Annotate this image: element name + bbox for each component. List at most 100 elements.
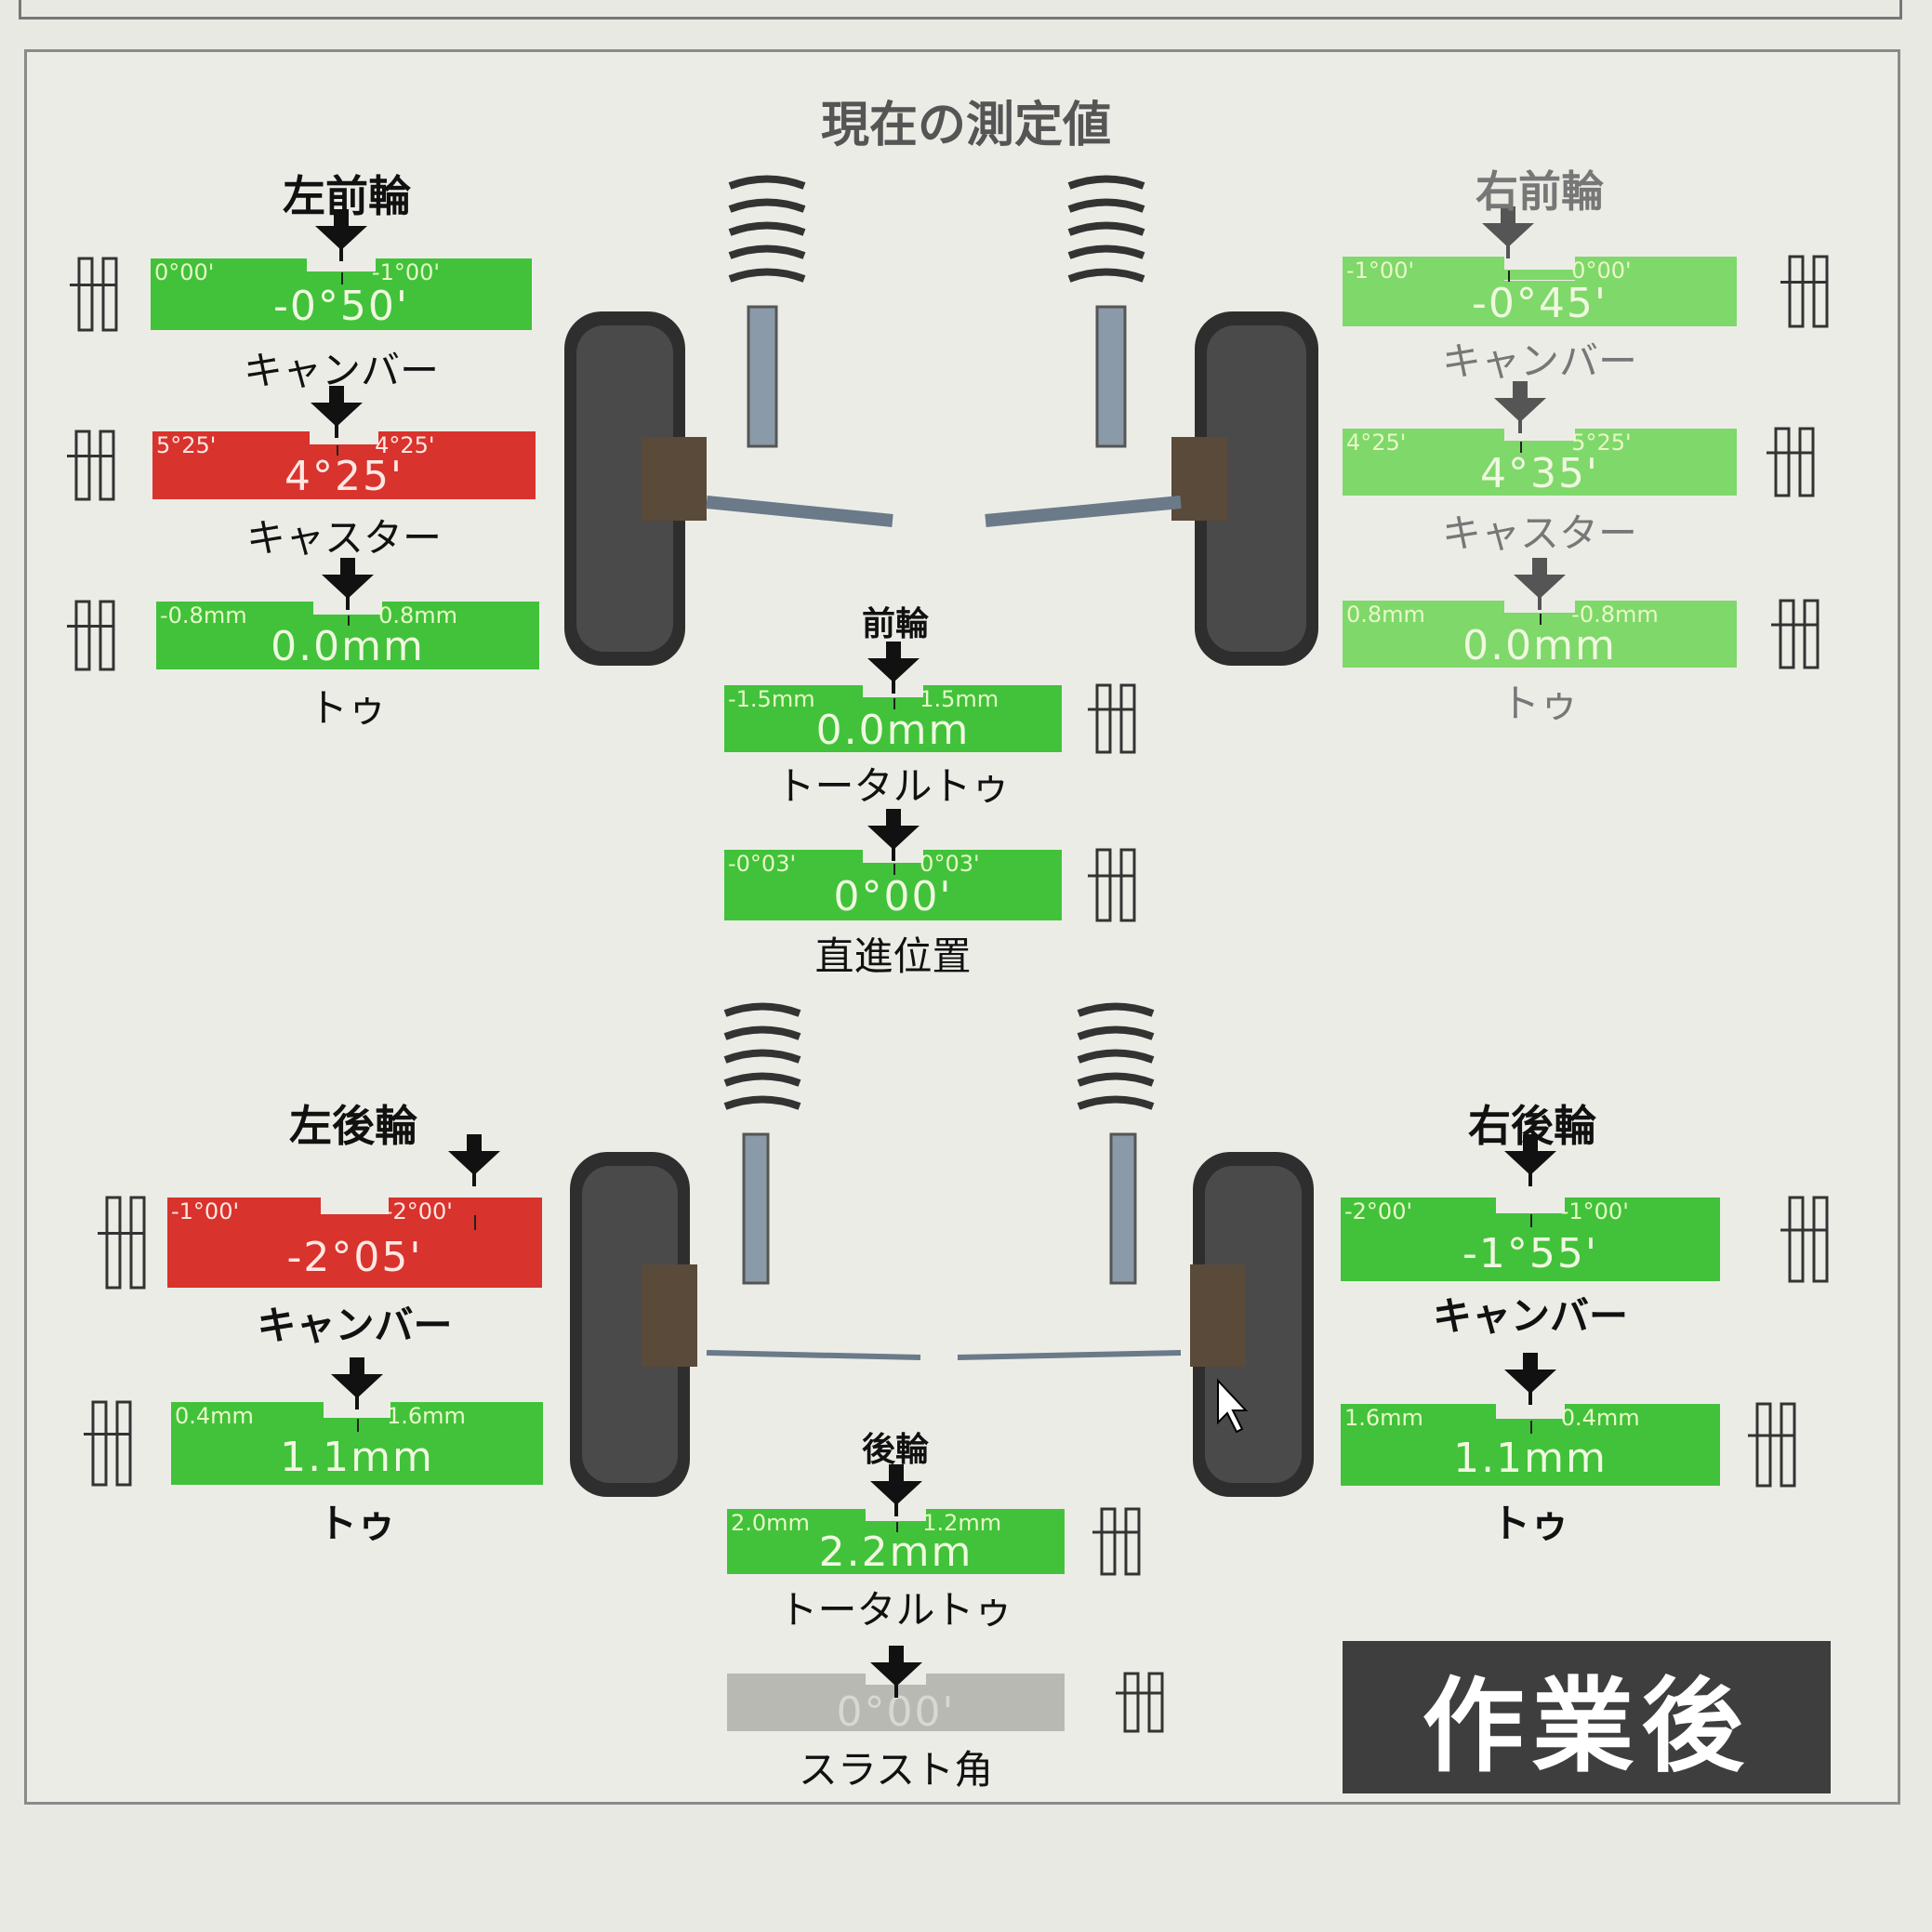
range-segment-right: [390, 1402, 543, 1431]
arrow-down-icon: [320, 558, 376, 614]
measured-value: 1.1mm: [1453, 1435, 1608, 1483]
gauge-range-bar: 0.8mm-0.8mm: [1343, 601, 1737, 628]
gauge-value-bar: -2°05': [167, 1227, 542, 1288]
arrow-down-icon: [1502, 1353, 1558, 1409]
range-segment-right: [1575, 257, 1737, 281]
range-segment-left: [727, 1674, 866, 1694]
range-segment-right: [382, 602, 539, 625]
range-segment-right: [1575, 601, 1737, 624]
range-max: 0°00': [1571, 258, 1632, 284]
arrow-down-icon: [866, 809, 921, 865]
range-notch: [1503, 270, 1576, 281]
alignment-diagram-icon: [1771, 247, 1846, 349]
arrow-down-icon: [309, 386, 364, 442]
range-min: -1°00': [1346, 258, 1415, 284]
front-center-straight-gauge: -0°03'0°03'0°00': [724, 850, 1062, 920]
range-notch: [1503, 613, 1576, 624]
range-min: 1.6mm: [1344, 1405, 1423, 1431]
rear-left-camber-gauge: -1°00'-2°00'-2°05': [167, 1198, 542, 1288]
range-segment-right: [378, 431, 536, 455]
value-pointer: [1519, 442, 1522, 453]
rear-right-toe-label: トゥ: [1490, 1501, 1570, 1546]
arrow-down-icon: [1502, 1134, 1558, 1190]
value-pointer: [341, 272, 343, 285]
front-left-caster-gauge: 5°25'4°25'4°25': [152, 431, 536, 500]
alignment-diagram-icon: [1078, 676, 1153, 774]
range-min: 4°25': [1346, 430, 1407, 456]
range-segment-right: [1564, 1404, 1720, 1432]
front-center-total-toe-label: トータルトゥ: [775, 763, 1011, 809]
rear-right-camber-gauge: -2°00'-1°00' -1°55': [1341, 1198, 1720, 1281]
rear-right-heading: 右後輪: [1468, 1101, 1596, 1151]
front-center-heading: 前輪: [861, 605, 930, 643]
measured-value: -1°55': [1462, 1229, 1598, 1277]
alignment-diagram-icon: [1757, 419, 1832, 518]
front-center-straight-label: 直進位置: [814, 933, 972, 979]
range-max: 0.4mm: [1560, 1405, 1640, 1431]
arrow-down-icon: [868, 1646, 924, 1701]
value-pointer: [895, 1522, 898, 1533]
range-segment-left: [1341, 1404, 1497, 1432]
range-segment-left: [151, 258, 308, 284]
value-pointer: [1508, 271, 1511, 282]
gauge-range-bar: 5°25'4°25': [152, 431, 536, 458]
range-max: 5°25': [1571, 430, 1632, 456]
arrow-down-icon: [313, 209, 369, 265]
range-segment-left: [167, 1198, 322, 1228]
arrow-down-icon: [446, 1134, 502, 1190]
range-segment-left: [1343, 257, 1504, 281]
value-pointer: [1540, 614, 1542, 625]
alignment-diagram-icon: [1078, 840, 1153, 943]
measured-value: -0°50': [273, 283, 409, 331]
range-segment-right: [1575, 429, 1737, 452]
rear-left-heading: 左後輪: [289, 1101, 417, 1151]
range-max: -0.8mm: [1571, 602, 1659, 628]
range-segment-left: [724, 685, 863, 708]
value-pointer: [893, 698, 895, 709]
front-right-heading: 右前輪: [1475, 166, 1604, 217]
range-segment-right: [1564, 1198, 1720, 1226]
measured-value: 0.0mm: [815, 706, 971, 754]
range-segment-right: [923, 685, 1062, 708]
range-segment-left: [152, 431, 310, 455]
gauge-range-bar: -1°00' 0°00': [1343, 257, 1737, 284]
alignment-diagram-icon: [58, 592, 132, 692]
range-min: 0.4mm: [175, 1403, 254, 1429]
gauge-value-bar: 0°00': [724, 873, 1062, 920]
range-segment-left: [156, 602, 313, 625]
gauge-range-bar: -2°00'-1°00': [1341, 1198, 1720, 1226]
front-left-toe-label: トゥ: [308, 685, 388, 731]
range-max: -2°00': [384, 1198, 453, 1224]
gauge-value-bar: 0.0mm: [1343, 622, 1737, 669]
front-right-toe-label: トゥ: [1500, 681, 1580, 726]
range-min: -0°03': [728, 851, 797, 877]
range-segment-right: [926, 1674, 1065, 1694]
gauge-range-bar: 1.6mm 0.4mm: [1341, 1404, 1720, 1432]
gauge-value-bar: 4°35': [1343, 450, 1737, 497]
rear-center-thrust-label: スラスト角: [798, 1747, 994, 1793]
range-segment-left: [727, 1509, 866, 1531]
alignment-diagram-icon: [88, 1188, 163, 1310]
range-segment-left: [1341, 1198, 1497, 1226]
gauge-value-bar: 4°25': [152, 453, 536, 500]
alignment-diagram-icon: [1762, 591, 1836, 690]
value-pointer: [1530, 1420, 1532, 1434]
arrow-down-icon: [329, 1357, 385, 1413]
front-left-camber-gauge: 0°00'-1°00'-0°50': [151, 258, 532, 330]
gauge-value-bar: 2.2mm: [727, 1528, 1065, 1576]
range-notch: [865, 1521, 927, 1531]
value-pointer: [348, 615, 350, 627]
arrow-down-icon: [1480, 206, 1536, 262]
gauge-value-bar: -0°50': [151, 283, 532, 330]
alignment-diagram-icon: [1083, 1500, 1158, 1596]
range-segment-right: [388, 1198, 542, 1228]
range-notch: [321, 1214, 389, 1228]
arrow-down-icon: [868, 1464, 924, 1520]
front-left-camber-label: キャンバー: [243, 348, 440, 393]
front-right-camber-gauge: -1°00'0°00'-0°45': [1343, 257, 1737, 327]
range-max: 0.8mm: [378, 602, 458, 629]
